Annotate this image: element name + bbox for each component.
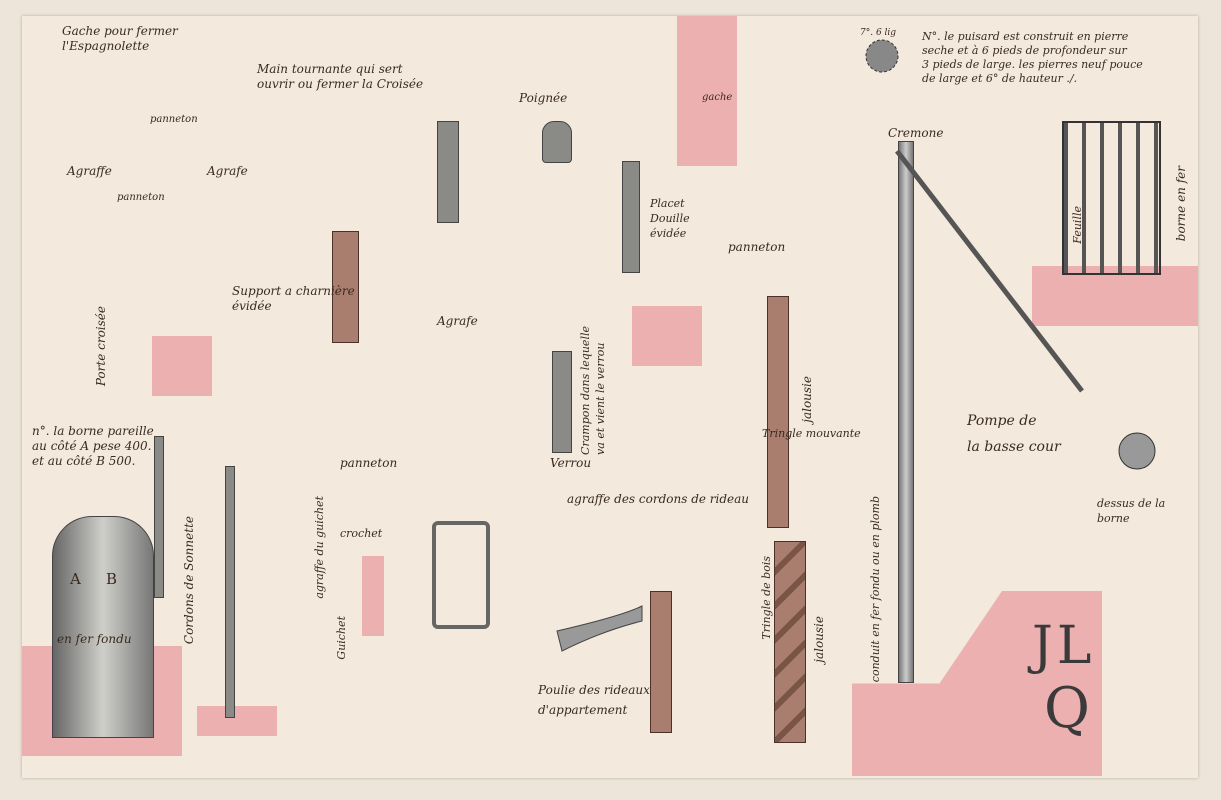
borne-note: n°. la borne pareille au côté A pese 400… xyxy=(32,424,154,468)
label-feuille: Feuille xyxy=(1071,206,1084,244)
label-agrafe: Agrafe xyxy=(437,314,478,328)
label-placet: Placet Douille évidée xyxy=(650,197,690,240)
label-poignee: Poignée xyxy=(519,91,568,105)
label-panneton: panneton xyxy=(117,192,165,203)
drawing-sheet: Gache pour fermer l'Espagnolette panneto… xyxy=(22,16,1198,778)
ground-wash xyxy=(197,706,277,736)
label-gache: gache xyxy=(702,92,733,103)
label-conduit: conduit en fer fondu ou en plomb xyxy=(869,496,882,683)
label-jalousie: jalousie xyxy=(800,376,814,423)
label-tringle-bois: Tringle de bois xyxy=(760,556,773,640)
pump-pipe xyxy=(898,141,914,683)
rosette-dimension: 7°. 6 lig xyxy=(860,28,897,38)
label-porte-croisee: Porte croisée xyxy=(94,306,108,387)
linework xyxy=(556,39,1156,652)
bell-cord xyxy=(225,466,235,718)
wall-wash xyxy=(677,16,737,166)
label-poulie: Poulie des rideaux d'appartement xyxy=(538,683,650,717)
label-agraffe-guichet: agraffe du guichet xyxy=(313,496,326,599)
rosette xyxy=(865,39,899,73)
label-jalousie: jalousie xyxy=(812,616,826,663)
wall-wash xyxy=(362,556,384,636)
label-verrou: Verrou xyxy=(550,456,592,470)
bell-pull xyxy=(154,436,164,598)
borne-top xyxy=(1118,432,1156,470)
label-panneton: panneton xyxy=(728,240,786,254)
label-gache: Gache pour fermer l'Espagnolette xyxy=(62,24,178,53)
label-agrafe: Agrafe xyxy=(207,164,248,178)
pulley-post xyxy=(650,591,672,733)
label-agraffe-rideau: agraffe des cordons de rideau xyxy=(567,492,750,506)
label-tringle-mouvante: Tringle mouvante xyxy=(762,427,861,440)
pump-lever xyxy=(895,149,1084,393)
label-agraffe: Agraffe xyxy=(67,164,112,178)
label-cordons-sonnette: Cordons de Sonnette xyxy=(182,516,196,645)
label-panneton: panneton xyxy=(150,114,198,125)
label-en-fer-fondu: en fer fondu xyxy=(57,632,132,646)
monogram-jl: JL xyxy=(1032,616,1096,676)
label-main-tournante: Main tournante qui sert ouvrir ou fermer… xyxy=(257,62,424,91)
label-support: Support a charnière évidée xyxy=(232,284,355,313)
label-borne-en-fer: borne en fer xyxy=(1174,166,1188,242)
support-wall xyxy=(332,231,359,343)
label-pompe: Pompe de la basse cour xyxy=(967,413,1061,455)
wall-wash xyxy=(152,336,212,396)
jalousie-slats xyxy=(774,541,806,743)
poignee-knob xyxy=(542,121,572,163)
ground-wash xyxy=(1032,266,1198,326)
monogram-q: Q xyxy=(1044,676,1090,741)
label-crampon: Crampon dans lequelle va et vient le ver… xyxy=(579,326,607,455)
label-crochet: crochet xyxy=(340,527,383,540)
label-dessus-borne: dessus de la borne xyxy=(1097,497,1166,525)
puisard-note: N°. le puisard est construit en pierre s… xyxy=(922,30,1143,85)
borne-side-b: B xyxy=(106,570,118,588)
pulley-bracket xyxy=(556,605,643,652)
label-guichet: Guichet xyxy=(335,616,348,660)
verrou xyxy=(552,351,572,453)
hook-link xyxy=(432,521,490,629)
jalousie-post xyxy=(767,296,789,528)
placet-douille xyxy=(622,161,640,273)
borne-cage xyxy=(1062,121,1161,275)
label-cremone: Cremone xyxy=(888,126,944,140)
wall-wash xyxy=(632,306,702,366)
borne-side-a: A xyxy=(70,570,81,588)
espagnolette-rod xyxy=(437,121,459,223)
label-panneton: panneton xyxy=(340,456,398,470)
borne-bollard xyxy=(52,516,154,738)
